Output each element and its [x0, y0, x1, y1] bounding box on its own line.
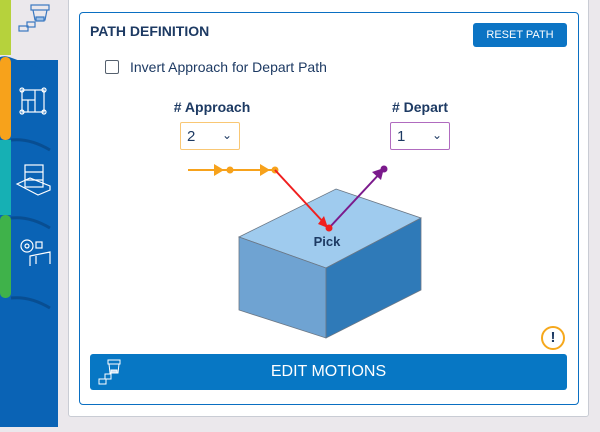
edit-motions-button[interactable]: EDIT MOTIONS: [90, 354, 567, 390]
approach-label: # Approach: [173, 99, 251, 115]
invert-approach-label: Invert Approach for Depart Path: [130, 59, 327, 75]
pick-box: [237, 188, 423, 339]
approach-to-pick-arrow: [274, 169, 328, 228]
tab-strip-motions: [0, 0, 11, 55]
depart-path: [328, 165, 388, 229]
edit-motions-label: EDIT MOTIONS: [270, 363, 387, 380]
approach-value: 2: [187, 128, 196, 145]
approach-path: [188, 164, 279, 176]
robot-gripper-icon: [18, 4, 50, 32]
depart-value: 1: [397, 128, 406, 145]
approach-select[interactable]: 2⌄: [180, 122, 240, 150]
settings-robot-icon: [20, 239, 51, 266]
reset-path-button[interactable]: RESET PATH: [473, 23, 567, 47]
panel-title: PATH DEFINITION: [90, 23, 210, 39]
depart-select[interactable]: 1⌄: [390, 122, 450, 150]
pallet-icon: [15, 164, 51, 196]
robot-gripper-icon: [98, 359, 121, 385]
invert-approach-checkbox[interactable]: [105, 60, 119, 74]
path-definition-panel: [79, 12, 579, 405]
depart-label: # Depart: [391, 99, 449, 115]
sidebar: [0, 0, 58, 427]
pattern-icon: [19, 87, 47, 115]
chevron-down-icon: ⌄: [221, 128, 232, 142]
pick-label: Pick: [313, 234, 341, 249]
chevron-down-icon: ⌄: [431, 128, 442, 142]
warning-icon[interactable]: !: [541, 326, 565, 350]
pick-point: [325, 224, 333, 232]
